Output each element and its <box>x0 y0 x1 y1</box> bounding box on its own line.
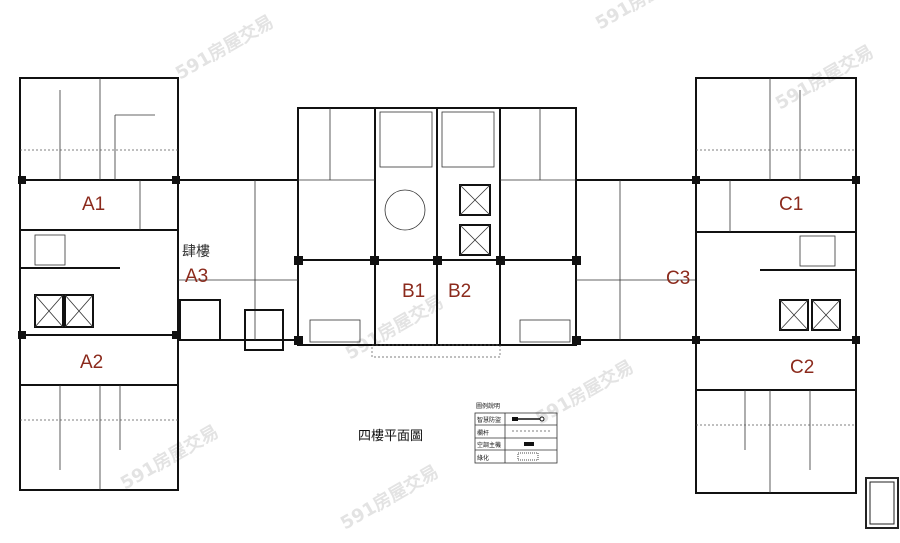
right-wing <box>692 77 860 494</box>
unit-label-b1: B1 <box>402 281 425 302</box>
unit-label-a2: A2 <box>80 352 103 373</box>
watermark: 591房屋交易 <box>532 355 638 429</box>
watermark: 591房屋交易 <box>117 420 223 494</box>
handwritten-floor-note: 肆樓 <box>182 244 210 260</box>
legend-item: 綠化 <box>477 454 489 462</box>
legend-symbol-ac-icon <box>524 442 534 446</box>
seal-stamp <box>865 477 899 529</box>
watermark: 591房屋交易 <box>172 10 278 84</box>
unit-label-b2: B2 <box>448 281 471 302</box>
unit-label-c3: C3 <box>666 268 690 289</box>
legend-heading: 圖例說明 <box>476 402 500 410</box>
legend-symbol-greenery-icon <box>517 452 539 461</box>
watermark: 591房屋交易 <box>342 290 448 364</box>
watermark: 591房屋交易 <box>337 460 443 534</box>
unit-label-c2: C2 <box>790 357 814 378</box>
legend-item: 空調主機 <box>477 441 501 449</box>
center-block <box>177 107 697 358</box>
legend-item: 欄杆 <box>477 429 489 437</box>
unit-label-a3: A3 <box>185 266 208 287</box>
legend: 圖例說明 智慧防盜 欄杆 空調主機 綠化 <box>474 402 558 464</box>
watermarks: 591房屋交易 591房屋交易 591房屋交易 591房屋交易 591房屋交易 … <box>117 0 878 534</box>
plan-title: 四樓平面圖 <box>358 429 423 444</box>
left-wing <box>18 77 180 491</box>
unit-label-a1: A1 <box>82 194 105 215</box>
legend-item: 智慧防盜 <box>477 416 501 424</box>
unit-label-c1: C1 <box>779 194 803 215</box>
legend-symbol-alarm-icon <box>512 416 545 422</box>
watermark: 591房屋交易 <box>592 0 698 34</box>
